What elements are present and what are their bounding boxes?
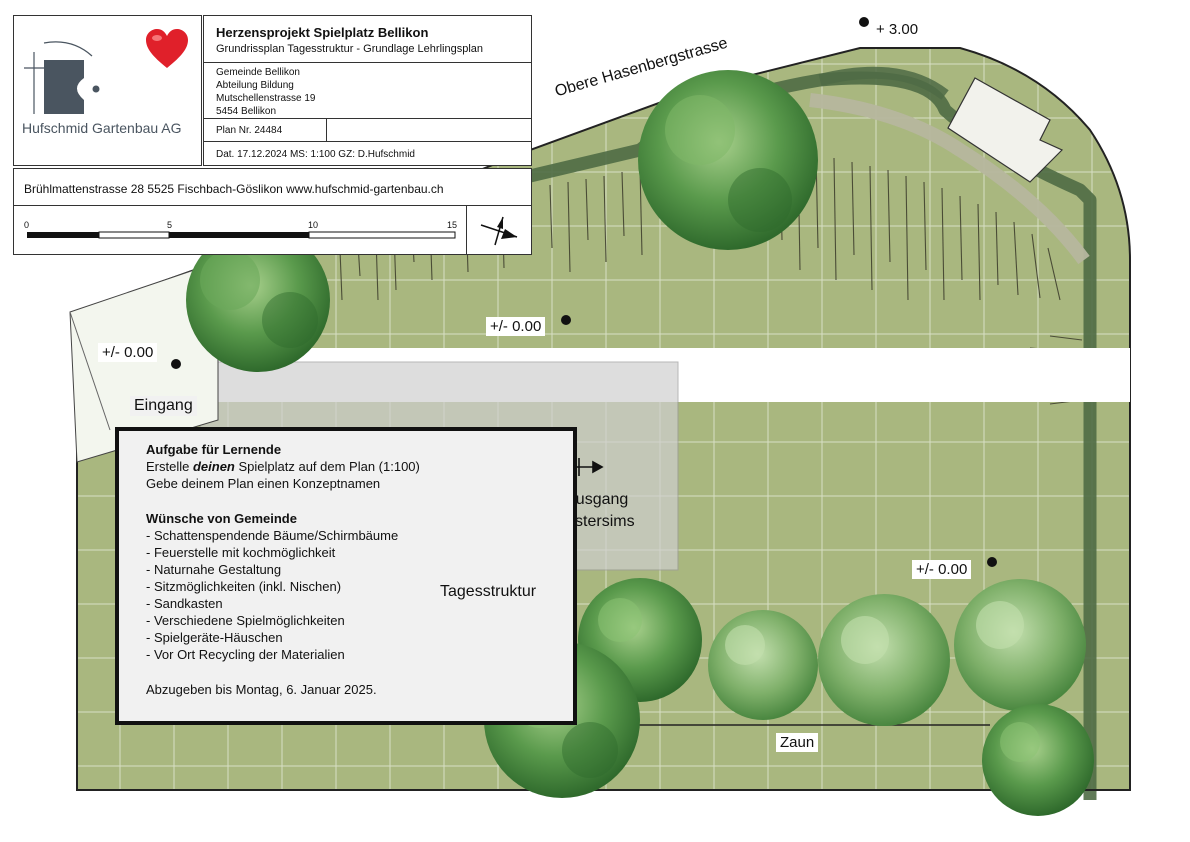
project-title: Herzensprojekt Spielplatz Bellikon <box>216 25 429 40</box>
tree-bottom-5 <box>954 579 1086 711</box>
company-address: Brühlmattenstrasse 28 5525 Fischbach-Gös… <box>24 182 444 196</box>
project-title-cell: Herzensprojekt Spielplatz Bellikon Grund… <box>203 15 532 63</box>
wish-item: - Schattenspendende Bäume/Schirmbäume <box>146 528 399 543</box>
garden-shed <box>947 77 1064 183</box>
tree-bottom-4 <box>818 594 950 726</box>
fence-label: Zaun <box>776 733 819 752</box>
tree-top-left <box>186 228 330 372</box>
task-heading: Aufgabe für Lernende <box>146 442 282 457</box>
north-arrow-icon <box>480 216 518 246</box>
elevation-point-top <box>859 17 869 27</box>
wish-item: - Feuerstelle mit kochmöglichkeit <box>146 545 336 560</box>
wish-item: - Sitzmöglichkeiten (inkl. Nischen) <box>146 579 342 594</box>
task-deadline: Abzugeben bis Montag, 6. Januar 2025. <box>146 682 377 697</box>
gravel-path <box>809 93 1090 265</box>
tree-bottom-3 <box>708 610 818 720</box>
elevation-top-label: + 3.00 <box>876 21 919 38</box>
elevation-point-left <box>171 359 181 369</box>
company-logo-icon <box>24 41 100 114</box>
task-line-2: Gebe deinem Plan einen Konzeptnamen <box>146 476 381 491</box>
elevation-right-label: +/- 0.00 <box>912 560 972 579</box>
hedge-border-upper <box>818 66 949 100</box>
scale-bar <box>27 231 456 239</box>
elevation-point-center <box>561 315 571 325</box>
entrance-label: Eingang <box>130 396 197 416</box>
wish-item: - Sandkasten <box>146 596 223 611</box>
address-cell: Brühlmattenstrasse 28 5525 Fischbach-Gös… <box>13 168 532 206</box>
plan-number-blank <box>326 118 532 142</box>
plan-number-cell: Plan Nr. 24484 <box>203 118 327 142</box>
wish-item: - Spielgeräte-Häuschen <box>146 630 283 645</box>
building-label: Tagesstruktur <box>440 583 537 600</box>
tree-top-center <box>638 70 818 250</box>
company-name: Hufschmid Gartenbau AG <box>22 120 182 136</box>
north-arrow-cell <box>466 205 532 255</box>
scale-tick-label: 15 <box>447 220 458 230</box>
wish-item: - Naturnahe Gestaltung <box>146 562 282 577</box>
project-subtitle: Grundrissplan Tagesstruktur - Grundlage … <box>216 43 483 55</box>
logo-cell: Hufschmid Gartenbau AG <box>13 15 202 166</box>
client-line: Abteilung Bildung <box>216 80 294 91</box>
scale-bar-cell: 0 5 10 15 <box>13 205 467 255</box>
building-task-box: Aufgabe für Lernende Erstelle deinen Spi… <box>115 427 577 725</box>
client-cell: Gemeinde Bellikon Abteilung Bildung Muts… <box>203 62 532 119</box>
task-line-1: Erstelle deinen Spielplatz auf dem Plan … <box>146 459 420 474</box>
meta-cell: Dat. 17.12.2024 MS: 1:100 GZ: D.Hufschmi… <box>203 141 532 166</box>
wish-item: - Verschiedene Spielmöglichkeiten <box>146 613 345 628</box>
tree-bottom-6 <box>982 704 1094 816</box>
elevation-left-label: +/- 0.00 <box>98 343 158 362</box>
elevation-point-right <box>987 557 997 567</box>
plan-meta: Dat. 17.12.2024 MS: 1:100 GZ: D.Hufschmi… <box>216 149 415 160</box>
scale-tick-label: 5 <box>167 220 173 230</box>
wish-item: - Vor Ort Recycling der Materialien <box>146 647 345 662</box>
wishes-heading: Wünsche von Gemeinde <box>146 511 297 526</box>
client-line: 5454 Bellikon <box>216 106 277 117</box>
elevation-center-label: +/- 0.00 <box>486 317 546 336</box>
plan-number: Plan Nr. 24484 <box>216 125 283 136</box>
scale-tick-label: 0 <box>24 220 30 230</box>
scale-tick-label: 10 <box>308 220 319 230</box>
client-line: Mutschellenstrasse 19 <box>216 93 316 104</box>
client-line: Gemeinde Bellikon <box>216 67 300 78</box>
heart-icon <box>146 29 188 68</box>
